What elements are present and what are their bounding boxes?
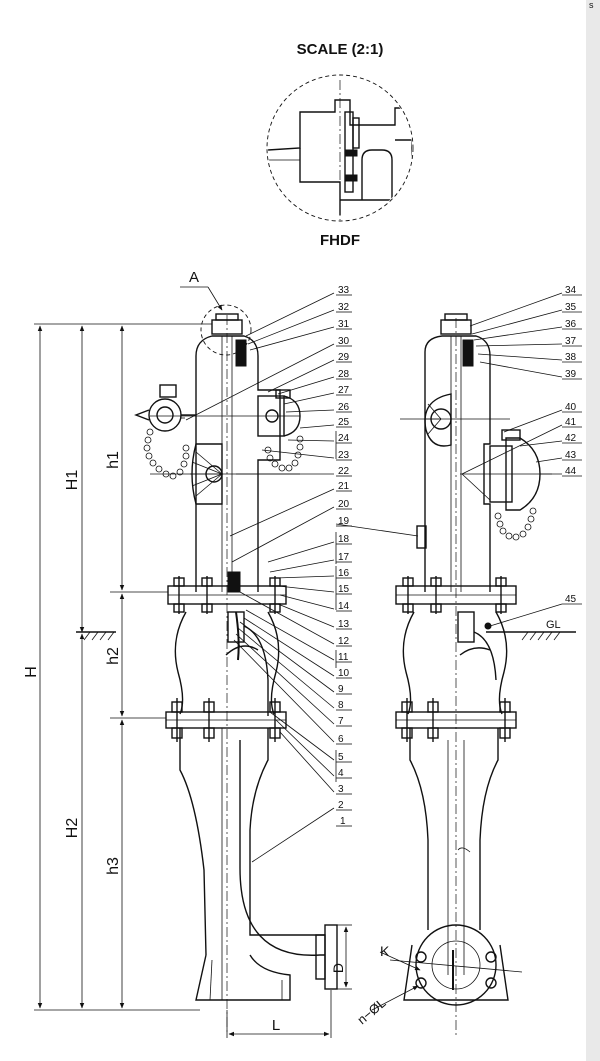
detail-view: SCALE (2:1) FHDF [266, 41, 414, 249]
part-label: 7 [338, 716, 344, 727]
part-label: 23 [338, 450, 350, 461]
part-label: 19 [338, 516, 350, 527]
right-view: GL K n−ØL [354, 313, 576, 1035]
detail-scale-title: SCALE (2:1) [297, 41, 384, 58]
part-label: 32 [338, 302, 350, 313]
dim-h1-small-label: h1 [105, 451, 122, 469]
part-label: 25 [338, 417, 350, 428]
part-label: 43 [565, 450, 577, 461]
detail-circle [266, 74, 414, 222]
dim-holes-label: n−ØL [354, 995, 388, 1027]
dim-k-label: K [380, 943, 390, 959]
part-label: 9 [338, 684, 344, 695]
dim-d-label: D [330, 963, 346, 973]
part-label: 6 [338, 734, 344, 745]
part-label: 29 [338, 352, 350, 363]
part-label: 41 [565, 417, 577, 428]
part-label: 16 [338, 568, 350, 579]
part-label: 22 [338, 466, 350, 477]
dim-h-label: H [23, 666, 40, 678]
part-label: 13 [338, 619, 350, 630]
part-label: 39 [565, 369, 577, 380]
dim-h2-small-label: h2 [105, 647, 122, 665]
part-label: 10 [338, 668, 350, 679]
part-label: 30 [338, 336, 350, 347]
edge-text: s [589, 0, 594, 10]
part-label: 4 [338, 768, 344, 779]
part-label: 45 [565, 594, 577, 605]
part-label: 34 [565, 285, 577, 296]
part-label: 8 [338, 700, 344, 711]
detail-caption: FHDF [320, 232, 360, 249]
part-label: 5 [338, 752, 344, 763]
part-label: 3 [338, 784, 344, 795]
part-label: 31 [338, 319, 350, 330]
ground-level-label-right: GL [546, 619, 561, 631]
part-label: 14 [338, 601, 350, 612]
part-label: 44 [565, 466, 577, 477]
part-label: 21 [338, 481, 350, 492]
part-label: 42 [565, 433, 577, 444]
part-label: 24 [338, 433, 350, 444]
dim-l-label: L [272, 1017, 280, 1034]
part-label: 11 [338, 652, 349, 663]
callout-a-label: A [189, 269, 199, 286]
part-label: 26 [338, 402, 350, 413]
part-label: 36 [565, 319, 577, 330]
dim-h2-label: H2 [64, 818, 81, 839]
page-edge-strip [586, 0, 600, 1061]
left-view: A [134, 269, 338, 1035]
part-label: 1 [340, 816, 346, 827]
leader-lines [185, 292, 563, 863]
part-label: 27 [338, 385, 350, 396]
part-label: 35 [565, 302, 577, 313]
part-label: 37 [565, 336, 577, 347]
part-label: 28 [338, 369, 350, 380]
left-part-labels: 33 32 31 30 29 28 27 26 25 24 23 22 21 2… [335, 285, 352, 827]
dim-h3-label: h3 [105, 857, 122, 875]
part-label: 17 [338, 552, 350, 563]
dimension-lines: H H1 H2 h1 h2 h3 L D [23, 323, 352, 1038]
part-label: 38 [565, 352, 577, 363]
part-label: 15 [338, 584, 350, 595]
part-label: 18 [338, 534, 350, 545]
right-part-labels: 34 35 36 37 38 39 40 41 42 43 44 45 [562, 285, 582, 605]
callout-a-circle [200, 304, 252, 356]
part-label: 20 [338, 499, 350, 510]
part-label: 40 [565, 402, 577, 413]
part-label: 2 [338, 800, 344, 811]
part-label: 33 [338, 285, 350, 296]
part-label: 12 [338, 636, 350, 647]
dim-h1-label: H1 [64, 470, 81, 491]
